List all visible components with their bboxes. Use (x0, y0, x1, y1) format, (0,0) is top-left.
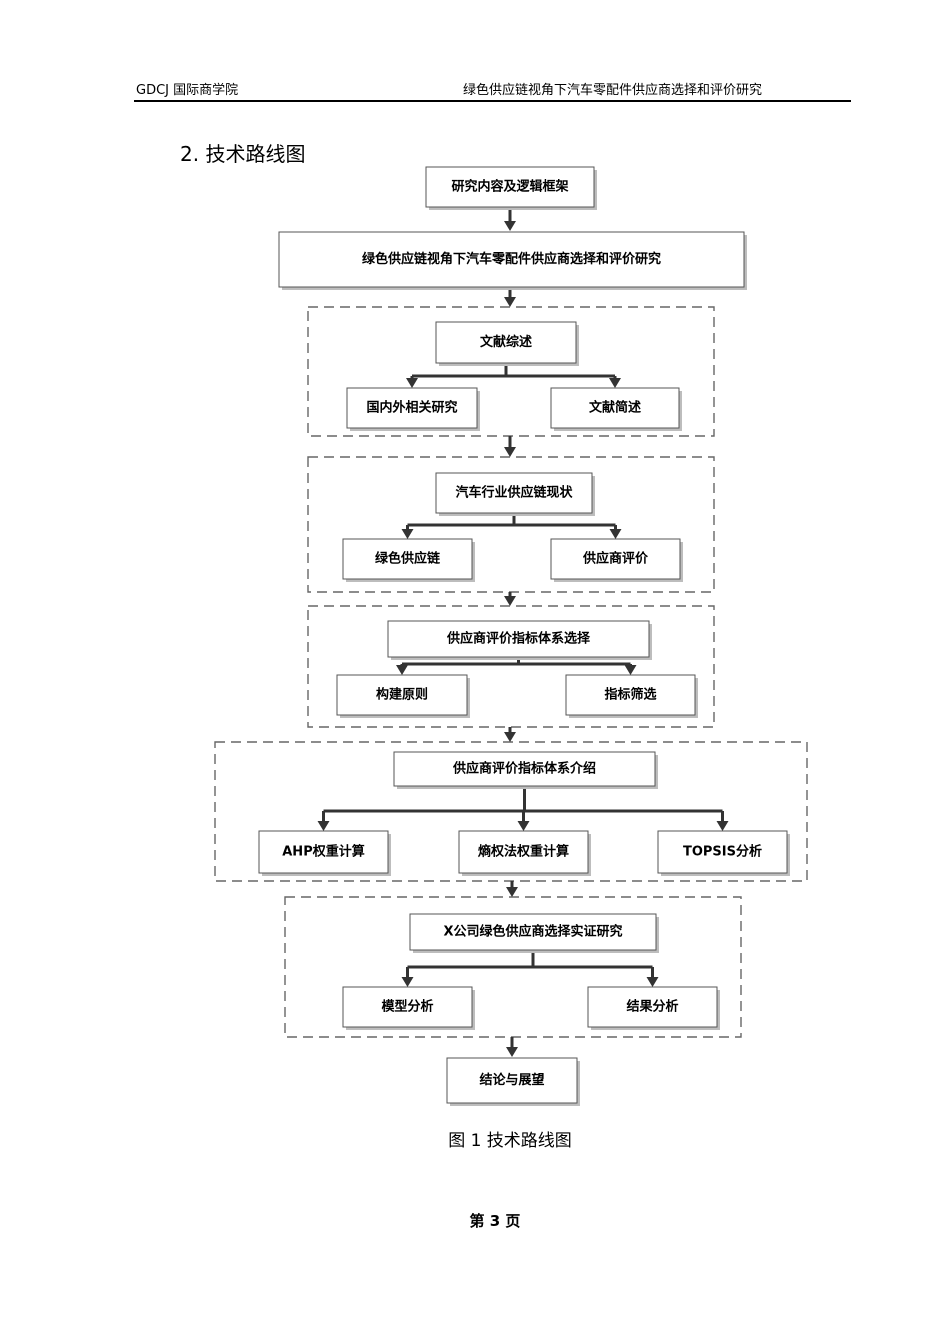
group-3-child-2: 指标筛选 (565, 674, 698, 718)
group-1-child-1-label: 国内外相关研究 (366, 400, 457, 416)
header-rule (134, 100, 851, 102)
group-5-child-2: 结果分析 (587, 986, 720, 1030)
group-1-title-box-label: 文献综述 (480, 334, 532, 350)
group-2-arrow-2 (609, 529, 622, 539)
box-main-title: 绿色供应链视角下汽车零配件供应商选择和评价研究 (278, 231, 747, 290)
group-2-child-2-label: 供应商评价 (582, 551, 649, 567)
group-4-child-1: AHP权重计算 (258, 830, 391, 876)
group-4-arrow-2 (517, 821, 530, 831)
page-number: 第 3 页 (469, 1212, 521, 1230)
group-4-title-box: 供应商评价指标体系介绍 (393, 751, 658, 789)
group-5-arrow-1 (401, 977, 414, 987)
figure-caption: 图 1 技术路线图 (448, 1131, 572, 1151)
group-3-title-box: 供应商评价指标体系选择 (387, 620, 652, 660)
box-research-framework: 研究内容及逻辑框架 (425, 166, 597, 210)
group-3-child-1-label: 构建原则 (376, 687, 428, 703)
group-1-arrow-1 (406, 378, 418, 388)
arrow-group-3-to-4-head (504, 732, 516, 742)
group-5-child-1-label: 模型分析 (381, 999, 433, 1015)
arrow-group-1-to-2-head (504, 447, 516, 457)
group-4-child-1-label: AHP权重计算 (282, 844, 364, 860)
group-1-child-2: 文献简述 (550, 387, 682, 431)
arrow-top-to-main-head (504, 221, 516, 231)
group-2-arrow-1 (401, 529, 414, 539)
group-5-arrow-2 (646, 977, 659, 987)
group-1-child-2-label: 文献简述 (589, 400, 641, 416)
group-4-title-box-label: 供应商评价指标体系介绍 (452, 761, 596, 777)
group-2-child-1: 绿色供应链 (342, 538, 475, 582)
group-4-child-2: 熵权法权重计算 (458, 830, 591, 876)
group-1-arrow-2 (609, 378, 621, 388)
box-main-title-label: 绿色供应链视角下汽车零配件供应商选择和评价研究 (362, 251, 661, 267)
group-1-child-1: 国内外相关研究 (346, 387, 480, 431)
group-5-child-2-label: 结果分析 (626, 999, 678, 1015)
group-5-title-box-label: X公司绿色供应商选择实证研究 (443, 924, 622, 940)
group-3-arrow-1 (396, 665, 408, 675)
group-4-arrow-1 (317, 821, 330, 831)
box-conclusion: 结论与展望 (446, 1057, 580, 1106)
group-1-title-box: 文献综述 (435, 321, 579, 366)
section-title: 2. 技术路线图 (180, 142, 306, 166)
group-2-title-box: 汽车行业供应链现状 (435, 472, 595, 516)
arrow-group-2-to-3-head (504, 596, 516, 606)
group-4-child-3-label: TOPSIS分析 (683, 844, 762, 860)
group-5-title-box: X公司绿色供应商选择实证研究 (409, 913, 659, 953)
group-3-arrow-2 (624, 665, 637, 675)
group-2-child-1-label: 绿色供应链 (375, 551, 441, 567)
box-research-framework-label: 研究内容及逻辑框架 (451, 179, 568, 195)
box-conclusion-label: 结论与展望 (479, 1072, 544, 1088)
group-2-title-box-label: 汽车行业供应链现状 (455, 485, 573, 501)
group-4-child-3: TOPSIS分析 (657, 830, 790, 876)
arrow-group-4-to-5-head (506, 887, 518, 897)
arrow-main-to-group1-head (504, 297, 516, 307)
header-right: 绿色供应链视角下汽车零配件供应商选择和评价研究 (463, 83, 763, 98)
header-left: GDCJ 国际商学院 (136, 83, 239, 98)
group-5-child-1: 模型分析 (342, 986, 475, 1030)
group-3-child-2-label: 指标筛选 (604, 687, 656, 703)
group-4-child-2-label: 熵权法权重计算 (477, 844, 569, 860)
group-4-arrow-3 (716, 821, 729, 831)
arrow-to-conclusion-head (506, 1047, 518, 1057)
group-3-title-box-label: 供应商评价指标体系选择 (446, 631, 591, 647)
group-2-child-2: 供应商评价 (550, 538, 683, 582)
group-3-child-1: 构建原则 (336, 674, 470, 718)
